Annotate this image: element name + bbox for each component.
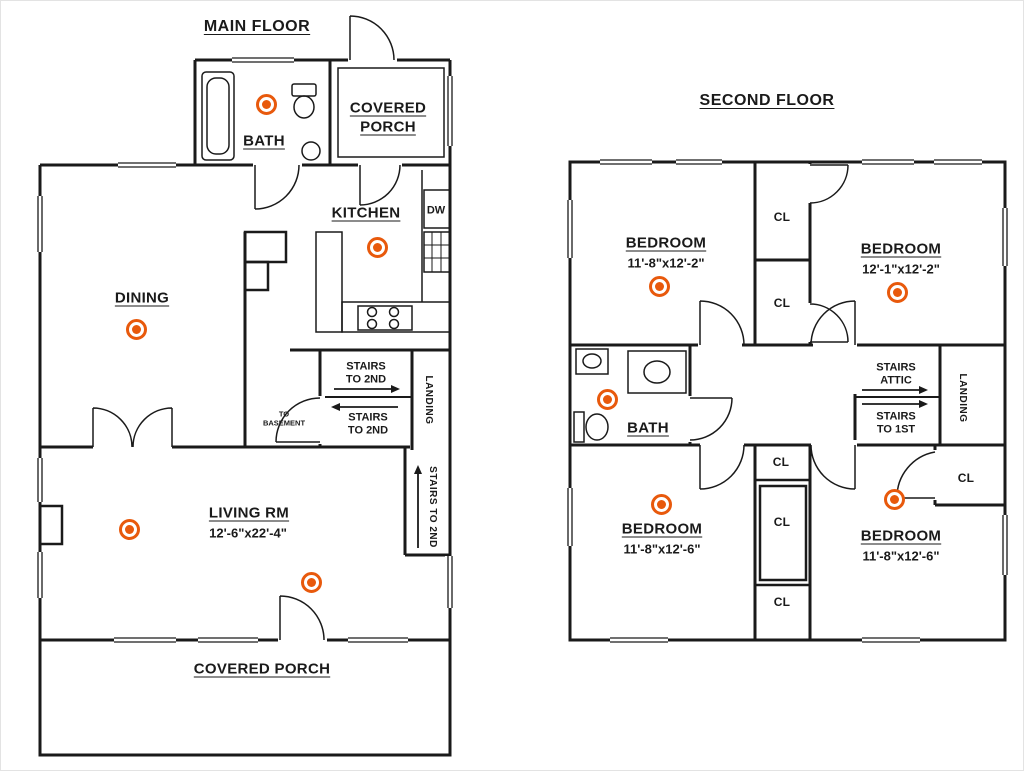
door-arcs xyxy=(92,15,936,641)
smoke-detector-marker xyxy=(887,282,908,303)
closet-label-mid-3: CL xyxy=(773,595,791,609)
smoke-detector-marker xyxy=(119,519,140,540)
label-landing-second: LANDING xyxy=(957,373,968,423)
room-label-living: LIVING RM xyxy=(208,504,290,522)
main-floor-title: MAIN FLOOR xyxy=(203,18,311,35)
room-label-dining: DINING xyxy=(114,289,170,307)
smoke-detector-dot xyxy=(893,288,902,297)
closet-label-top-2: CL xyxy=(773,296,791,310)
label-to-basement-2: BASEMENT xyxy=(262,418,306,428)
toilet xyxy=(573,411,585,443)
room-dims-bedroom-tr: 12'-1"x12'-2" xyxy=(862,261,940,277)
label-landing-main: LANDING xyxy=(423,375,434,425)
smoke-detector-dot xyxy=(307,578,316,587)
smoke-detector-marker xyxy=(597,389,618,410)
label-stairs-upper-1: STAIRS xyxy=(346,360,386,373)
vanity xyxy=(627,350,687,394)
room-dims-living: 12'-6"x22'-4" xyxy=(209,525,287,541)
label-stairs-attic-1: STAIRS xyxy=(876,361,916,374)
smoke-detector-dot xyxy=(132,325,141,334)
appliance-grid xyxy=(423,231,451,273)
label-to-basement-1: TO xyxy=(278,409,290,419)
closet-label-top-1: CL xyxy=(773,210,791,224)
bathtub xyxy=(201,71,235,161)
room-label-bath-second: BATH xyxy=(627,419,669,437)
label-stairs-lower-2: TO 2ND xyxy=(347,424,389,437)
smoke-detector-dot xyxy=(655,282,664,291)
room-label-covered-porch-top-2: PORCH xyxy=(360,118,416,136)
smoke-detector-marker xyxy=(126,319,147,340)
closet-label-mid-2: CL xyxy=(773,515,791,529)
smoke-detector-dot xyxy=(373,243,382,252)
smoke-detector-dot xyxy=(657,500,666,509)
label-stairs-first-2: TO 1ST xyxy=(876,423,916,436)
room-label-bath-main: BATH xyxy=(243,132,285,150)
room-label-covered-porch-bottom: COVERED PORCH xyxy=(193,660,331,678)
second-floor-title: SECOND FLOOR xyxy=(699,92,835,109)
room-label-bedroom-tl: BEDROOM xyxy=(625,234,707,252)
stove xyxy=(357,305,413,331)
room-label-bedroom-bl: BEDROOM xyxy=(621,520,703,538)
smoke-detector-dot xyxy=(603,395,612,404)
room-dims-bedroom-bl: 11'-8"x12'-6" xyxy=(623,541,701,557)
fixtures xyxy=(201,67,687,443)
porch-inner xyxy=(337,67,445,158)
sink xyxy=(301,141,321,161)
dishwasher xyxy=(423,189,451,229)
closet-label-mid-1: CL xyxy=(772,455,790,469)
smoke-detector-marker xyxy=(301,572,322,593)
label-stairs-lower-1: STAIRS xyxy=(348,411,388,424)
toilet xyxy=(291,83,317,97)
room-label-kitchen: KITCHEN xyxy=(331,204,401,222)
smoke-detector-marker xyxy=(649,276,670,297)
label-stairs-upper-2: TO 2ND xyxy=(345,373,387,386)
room-label-covered-porch-top-1: COVERED xyxy=(349,99,427,117)
room-dims-bedroom-tl: 11'-8"x12'-2" xyxy=(627,255,705,271)
label-dishwasher: DW xyxy=(426,204,446,217)
windows xyxy=(35,55,1010,645)
room-dims-bedroom-br: 11'-8"x12'-6" xyxy=(862,548,940,564)
door-openings xyxy=(93,55,940,645)
sink xyxy=(575,348,609,375)
room-label-bedroom-tr: BEDROOM xyxy=(860,240,942,258)
stairs-arrow-icons xyxy=(331,385,928,548)
smoke-detector-marker xyxy=(884,489,905,510)
smoke-detector-dot xyxy=(262,100,271,109)
label-stairs-vertical: STAIRS TO 2ND xyxy=(427,466,438,548)
smoke-detector-dot xyxy=(890,495,899,504)
smoke-detector-dot xyxy=(125,525,134,534)
smoke-detector-marker xyxy=(367,237,388,258)
label-stairs-first-1: STAIRS xyxy=(876,410,916,423)
smoke-detector-marker xyxy=(651,494,672,515)
smoke-detector-marker xyxy=(256,94,277,115)
room-label-bedroom-br: BEDROOM xyxy=(860,527,942,545)
closet-label-right: CL xyxy=(957,471,975,485)
kitchen-counter xyxy=(315,231,343,333)
label-stairs-attic-2: ATTIC xyxy=(880,374,912,387)
